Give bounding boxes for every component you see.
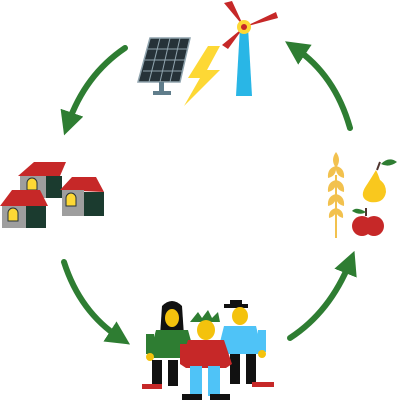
wheat-icon: [327, 152, 345, 238]
house-icon: [0, 190, 48, 228]
cycle-arrows: [60, 41, 357, 345]
food-group: [327, 152, 397, 238]
housing-group: [0, 162, 104, 228]
arrow-community-to-food: [287, 250, 357, 341]
solar-panel-icon: [137, 37, 191, 95]
house-icon: [60, 177, 104, 216]
lightning-bolt-icon: [184, 46, 220, 106]
apple-icon: [352, 208, 384, 236]
person-icon: [180, 310, 232, 400]
community-group: [142, 300, 274, 400]
person-icon: [218, 300, 274, 387]
arrow-food-to-energy: [285, 41, 353, 131]
wind-turbine-icon: [222, 1, 278, 96]
arrow-energy-to-housing: [60, 45, 128, 136]
energy-group: [137, 1, 278, 106]
arrow-housing-to-community: [61, 259, 131, 345]
pear-icon: [362, 159, 397, 203]
